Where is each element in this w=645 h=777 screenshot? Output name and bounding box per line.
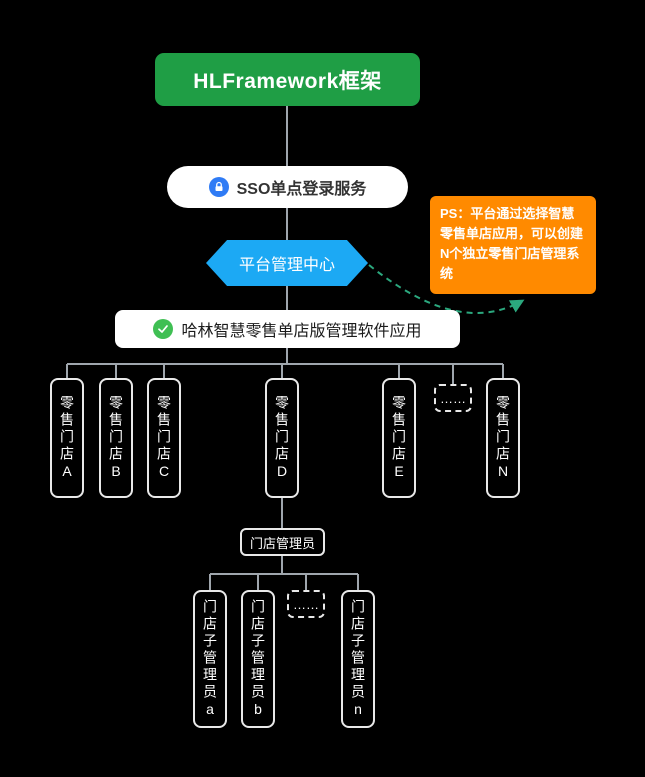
node-sso-service: SSO单点登录服务 bbox=[167, 166, 408, 208]
node-store-a: 零售门店A bbox=[50, 378, 84, 498]
node-sub-manager-b: 门店子管理员b bbox=[241, 590, 275, 728]
app-label: 哈林智慧零售单店版管理软件应用 bbox=[181, 323, 422, 340]
node-store-d: 零售门店D bbox=[265, 378, 299, 498]
node-store-manager: 门店管理员 bbox=[240, 528, 325, 556]
node-sub-manager-a: 门店子管理员a bbox=[193, 590, 227, 728]
lock-icon bbox=[208, 177, 229, 197]
annotation-arrow bbox=[368, 264, 525, 315]
sso-label: SSO单点登录服务 bbox=[236, 181, 367, 198]
node-store-b: 零售门店B bbox=[99, 378, 133, 498]
node-sub-manager-n: 门店子管理员n bbox=[341, 590, 375, 728]
tree-wires bbox=[66, 106, 504, 592]
node-platform-center: 平台管理中心 bbox=[206, 240, 368, 286]
node-framework-root: HLFramework框架 bbox=[155, 53, 420, 106]
node-retail-app: 哈林智慧零售单店版管理软件应用 bbox=[115, 310, 460, 348]
annotation-note: PS：平台通过选择智慧零售单店应用，可以创建N个独立零售门店管理系统 bbox=[430, 196, 596, 294]
node-store-ellipsis: …… bbox=[434, 384, 472, 412]
note-text: PS：平台通过选择智慧零售单店应用，可以创建N个独立零售门店管理系统 bbox=[440, 206, 584, 282]
node-store-e: 零售门店E bbox=[382, 378, 416, 498]
node-store-n: 零售门店N bbox=[486, 378, 520, 498]
platform-label: 平台管理中心 bbox=[238, 257, 335, 274]
check-icon bbox=[153, 319, 174, 339]
node-sub-manager-ellipsis: …… bbox=[287, 590, 325, 618]
node-store-c: 零售门店C bbox=[147, 378, 181, 498]
